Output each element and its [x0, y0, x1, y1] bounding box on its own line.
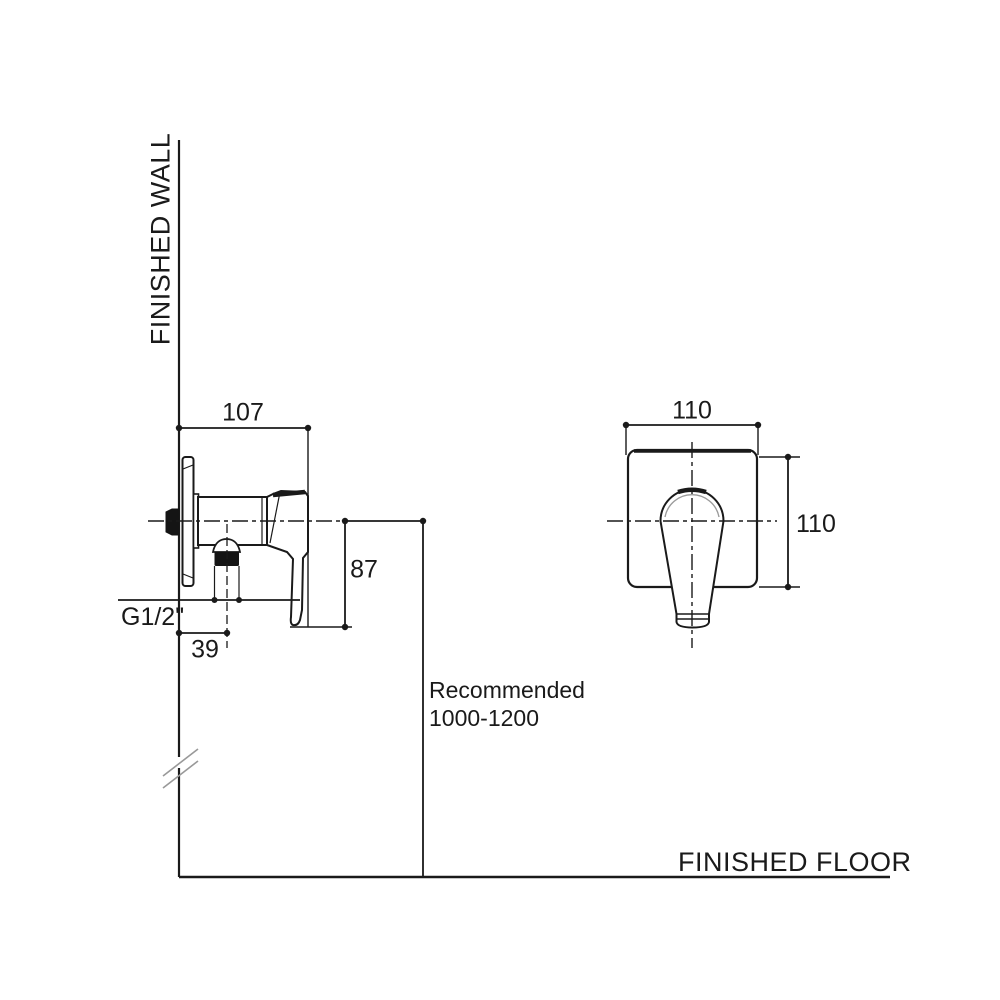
valve-front-view — [607, 442, 777, 648]
wall-break-mark-icon — [162, 748, 199, 789]
dimension-107-label: 107 — [222, 398, 264, 427]
side-plate-bevel-top — [182, 464, 194, 470]
recommended-note-line1: Recommended — [429, 677, 585, 703]
finished-floor-label: FINISHED FLOOR — [678, 847, 912, 877]
front-handle-grip-cap — [677, 487, 707, 495]
dimension-110-top-label: 110 — [672, 396, 712, 425]
front-handle-inner-arc — [664, 494, 720, 518]
side-handle-bevel-line — [269, 491, 281, 544]
recommended-height-note: Recommended 1000-1200 — [429, 676, 585, 732]
front-handle-foot-band — [676, 613, 709, 620]
recommended-note-line2: 1000-1200 — [429, 705, 539, 731]
dimension-87-label: 87 — [350, 555, 378, 584]
thread-size-label: G1/2" — [121, 603, 185, 631]
dimension-110-right-label: 110 — [796, 510, 836, 538]
side-centerlines — [148, 520, 423, 648]
side-handle — [266, 489, 309, 627]
dimension-endpoint-dots — [175, 421, 792, 637]
finished-wall-label: FINISHED WALL — [145, 132, 176, 346]
front-centerlines — [607, 442, 777, 648]
dimension-107 — [179, 427, 309, 627]
side-hex-nut — [165, 508, 180, 536]
outlet-extension-lines — [213, 566, 240, 600]
dimension-39-label: 39 — [191, 635, 219, 664]
side-plate-bevel-bottom — [182, 573, 194, 579]
side-handle-grip-cap — [272, 489, 306, 498]
dimension-110-top — [625, 424, 759, 455]
dimension-87 — [290, 521, 352, 628]
dimension-110-right — [759, 456, 800, 588]
